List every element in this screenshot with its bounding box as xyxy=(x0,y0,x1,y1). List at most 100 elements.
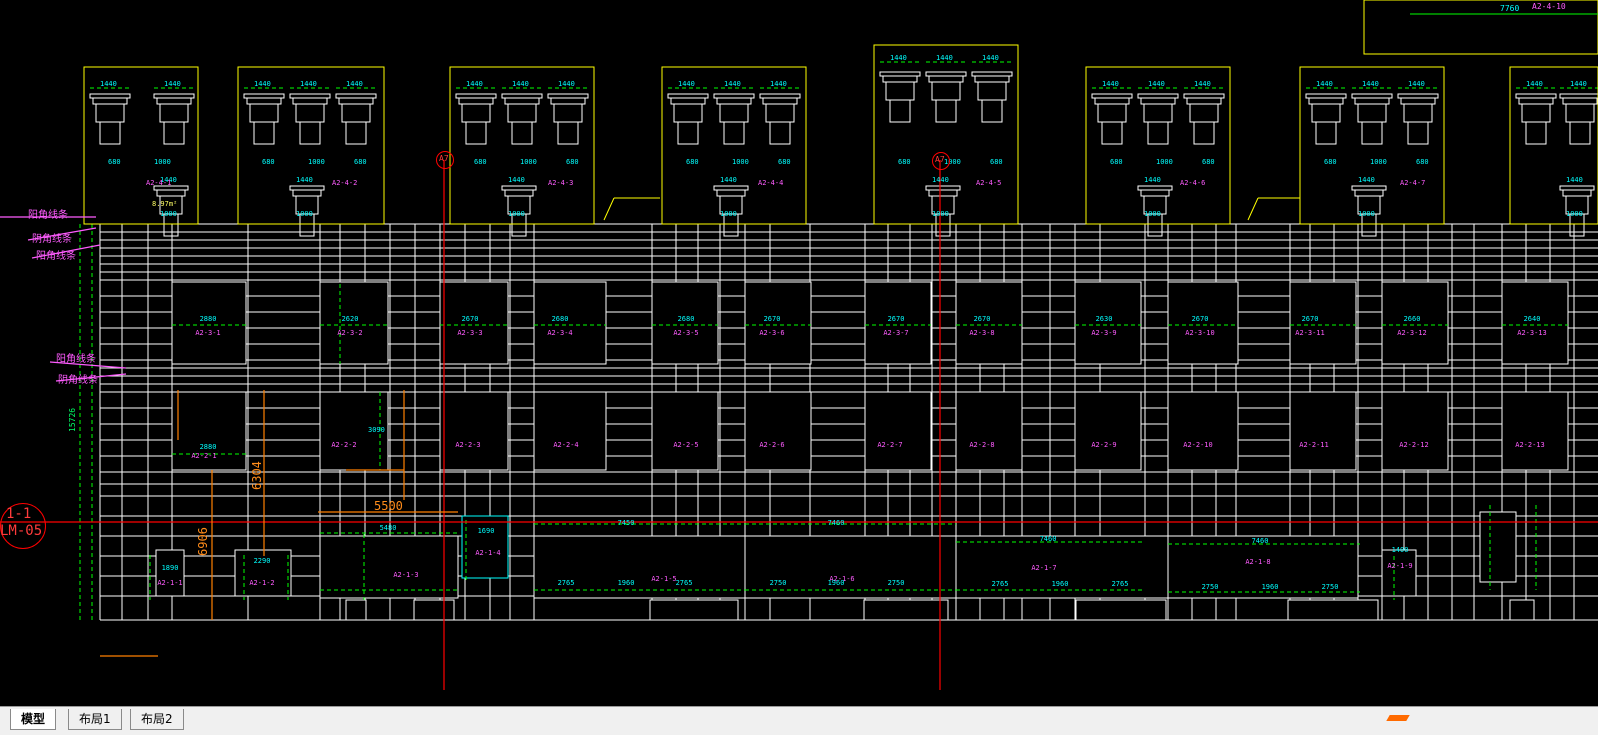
row3-dim: 2670 xyxy=(1192,315,1209,323)
tab-layout2[interactable]: 布局2 xyxy=(130,709,184,730)
detail-dim: 1440 xyxy=(1526,80,1543,88)
top-right-tag: A2-4-10 xyxy=(1532,2,1566,11)
row1-tag: A2-1-4 xyxy=(475,549,500,557)
row2-tag: A2-2-4 xyxy=(553,441,578,449)
detail-tag: A2-4-1 xyxy=(146,179,171,187)
row3-tag: A2-3-6 xyxy=(759,329,784,337)
row1-tag: A2-1-5 xyxy=(651,575,676,583)
detail-dim: 1440 xyxy=(720,176,737,184)
row2-tag: A2-2-11 xyxy=(1299,441,1329,449)
detail-dim: 1000 xyxy=(1566,210,1583,218)
detail-bottom-dim: 680 xyxy=(1202,158,1215,166)
detail-dim: 1440 xyxy=(508,176,525,184)
row1-dim: 1400 xyxy=(1392,546,1409,554)
row3-tag: A2-3-8 xyxy=(969,329,994,337)
detail-dim: 1000 xyxy=(508,210,525,218)
row2-tag: A2-2-10 xyxy=(1183,441,1213,449)
axis-bubble-1 xyxy=(436,151,454,169)
tab-layout1[interactable]: 布局1 xyxy=(68,709,122,730)
cad-drawing-canvas[interactable]: 1440 1440 1440 1000 1440 1440 1440 1440 1000 1440… xyxy=(0,0,1598,706)
area-note: 8.97m² xyxy=(152,200,177,208)
detail-bottom-dim: 680 xyxy=(1416,158,1429,166)
detail-dim: 1440 xyxy=(346,80,363,88)
row3-dim: 2680 xyxy=(552,315,569,323)
row1-dim: 7460 xyxy=(828,519,845,527)
detail-dim: 1440 xyxy=(296,176,313,184)
axis-label-1: A7 xyxy=(439,154,449,163)
detail-dim: 1440 xyxy=(1194,80,1211,88)
row3-dim: 2670 xyxy=(888,315,905,323)
row1-subdim: 1960 xyxy=(1262,583,1279,591)
row3-tag: A2-3-5 xyxy=(673,329,698,337)
axis-bubble-2 xyxy=(932,152,950,170)
row3-dim: 2660 xyxy=(1404,315,1421,323)
detail-dim: 1440 xyxy=(678,80,695,88)
detail-bottom-dim: 1000 xyxy=(1156,158,1173,166)
row3-dim: 2670 xyxy=(462,315,479,323)
detail-bottom-dim: 680 xyxy=(474,158,487,166)
detail-dim: 1440 xyxy=(100,80,117,88)
detail-dim: 1440 xyxy=(770,80,787,88)
row2-tag: A2-2-1 xyxy=(191,452,216,460)
row3-tag: A2-3-10 xyxy=(1185,329,1215,337)
detail-dim: 1000 xyxy=(160,210,177,218)
row1-subdim: 2765 xyxy=(992,580,1009,588)
row3-tag: A2-3-9 xyxy=(1091,329,1116,337)
detail-bottom-dim: 680 xyxy=(108,158,121,166)
detail-tag: A2-4-6 xyxy=(1180,179,1205,187)
leader-label-4: 阳角线条 xyxy=(56,354,96,365)
row2-tag: A2-2-9 xyxy=(1091,441,1116,449)
detail-bottom-dim: 1000 xyxy=(732,158,749,166)
row2-tag: A2-2-13 xyxy=(1515,441,1545,449)
row1-subdim: 2750 xyxy=(770,579,787,587)
detail-dim: 1000 xyxy=(932,210,949,218)
row1-subdim: 2750 xyxy=(1202,583,1219,591)
row2-tag: A2-2-6 xyxy=(759,441,784,449)
row1-dim: 7460 xyxy=(1040,535,1057,543)
row1-tag: A2-1-8 xyxy=(1245,558,1270,566)
top-right-dim: 7760 xyxy=(1500,4,1520,13)
detail-dim: 1440 xyxy=(1566,176,1583,184)
row3-dim: 2670 xyxy=(1302,315,1319,323)
detail-dim: 1000 xyxy=(1358,210,1375,218)
detail-bottom-dim: 680 xyxy=(898,158,911,166)
row1-tag: A2-1-3 xyxy=(393,571,418,579)
detail-bottom-dim: 1000 xyxy=(1370,158,1387,166)
row2-tag: A2-2-8 xyxy=(969,441,994,449)
row1-tag: A2-1-7 xyxy=(1031,564,1056,572)
row2-tag: A2-2-3 xyxy=(455,441,480,449)
row3-dim: 2680 xyxy=(678,315,695,323)
detail-tag: A2-4-2 xyxy=(332,179,357,187)
dim-6304: 6304 xyxy=(250,461,264,490)
row3-dim: 2670 xyxy=(974,315,991,323)
detail-bottom-dim: 680 xyxy=(566,158,579,166)
detail-bottom-dim: 1000 xyxy=(520,158,537,166)
row2-tag: A2-2-5 xyxy=(673,441,698,449)
row1-tag: A2-1-1 xyxy=(157,579,182,587)
detail-dim: 1440 xyxy=(466,80,483,88)
row2-tag: A2-2-7 xyxy=(877,441,902,449)
row3-tag: A2-3-7 xyxy=(883,329,908,337)
row1-tag: A2-1-9 xyxy=(1387,562,1412,570)
detail-dim: 1440 xyxy=(982,54,999,62)
row3-tag: A2-3-1 xyxy=(195,329,220,337)
detail-dim: 1440 xyxy=(300,80,317,88)
dim-3090: 3090 xyxy=(368,426,385,434)
tab-model[interactable]: 模型 xyxy=(10,709,57,730)
detail-dim: 1440 xyxy=(254,80,271,88)
detail-dim: 1440 xyxy=(936,54,953,62)
detail-dim: 1440 xyxy=(932,176,949,184)
elevation-drawing: 1440 1440 1440 1000 1440 1440 1440 1440 1000 1440… xyxy=(0,0,1598,690)
row3-dim: 2640 xyxy=(1524,315,1541,323)
axis-label-2: A7 xyxy=(935,155,945,164)
row1-subdim: 1960 xyxy=(618,579,635,587)
detail-dim: 1440 xyxy=(1148,80,1165,88)
row1-dim: 5480 xyxy=(380,524,397,532)
detail-bottom-dim: 680 xyxy=(990,158,1003,166)
dim-15726: 15726 xyxy=(68,407,77,432)
detail-dim: 1440 xyxy=(890,54,907,62)
row1-dim: 1890 xyxy=(162,564,179,572)
detail-dim: 1000 xyxy=(296,210,313,218)
row1-subdim: 1960 xyxy=(1052,580,1069,588)
row1-tag: A2-1-2 xyxy=(249,579,274,587)
